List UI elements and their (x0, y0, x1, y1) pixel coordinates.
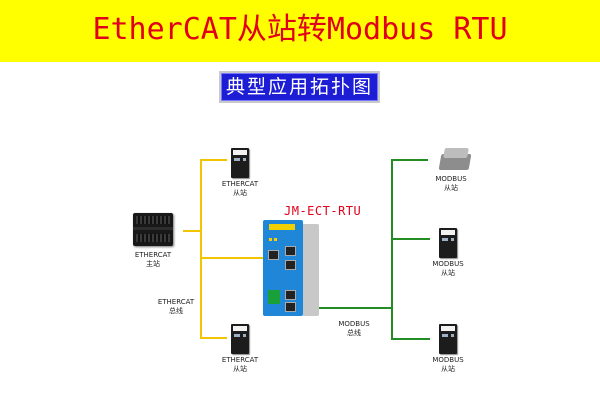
modbus-slave-3-line1: MODBUS (432, 356, 464, 364)
modbus-slave-2-line2: 从站 (441, 269, 455, 277)
ecat-slave-top-line2: 从站 (233, 189, 247, 197)
ethercat-bus-line2: 总线 (169, 307, 183, 315)
master-label-line1: ETHERCAT (134, 251, 172, 259)
servo-drive-icon (439, 324, 457, 354)
ecat-slave-top-label: ETHERCAT 从站 (215, 180, 265, 198)
modbus-slave-2-line1: MODBUS (432, 260, 464, 268)
ethercat-line-top (183, 159, 227, 232)
modbus-slave-1-line2: 从站 (444, 184, 458, 192)
plc-icon (133, 213, 173, 246)
modbus-line-bottom (391, 308, 430, 340)
modbus-slave-2-label: MODBUS 从站 (423, 260, 473, 278)
industrial-controller-icon (438, 148, 472, 172)
subtitle: 典型应用拓扑图 (225, 76, 373, 98)
ethercat-line-bottom (200, 231, 227, 339)
ethercat-bus-label: ETHERCAT 总线 (150, 298, 202, 316)
page-title: EtherCAT从站转Modbus RTU (92, 12, 508, 47)
gateway-device-icon (263, 220, 319, 316)
modbus-trunk (319, 159, 428, 309)
subtitle-box: 典型应用拓扑图 (219, 71, 380, 103)
modbus-bus-label: MODBUS 总线 (331, 320, 377, 338)
master-label-line2: 主站 (146, 260, 160, 268)
modbus-slave-1-line1: MODBUS (435, 175, 467, 183)
ecat-slave-bottom-line1: ETHERCAT (221, 356, 259, 364)
ethercat-bus-lines (183, 159, 263, 339)
master-label: ETHERCAT 主站 (128, 251, 178, 269)
device-model-label: JM-ECT-RTU (284, 204, 362, 218)
servo-drive-icon (231, 324, 249, 354)
modbus-slave-3-label: MODBUS 从站 (423, 356, 473, 374)
servo-drive-icon (231, 148, 249, 178)
modbus-slave-1-label: MODBUS 从站 (426, 175, 476, 193)
modbus-bus-line2: 总线 (347, 329, 361, 337)
modbus-slave-3-line2: 从站 (441, 365, 455, 373)
ethercat-bus-line1: ETHERCAT (157, 298, 195, 306)
modbus-bus-line1: MODBUS (338, 320, 370, 328)
ecat-slave-top-line1: ETHERCAT (221, 180, 259, 188)
modbus-bus-lines (319, 159, 430, 340)
servo-drive-icon (439, 228, 457, 258)
title-banner: EtherCAT从站转Modbus RTU (0, 0, 600, 62)
ecat-slave-bottom-label: ETHERCAT 从站 (215, 356, 265, 374)
ecat-slave-bottom-line2: 从站 (233, 365, 247, 373)
